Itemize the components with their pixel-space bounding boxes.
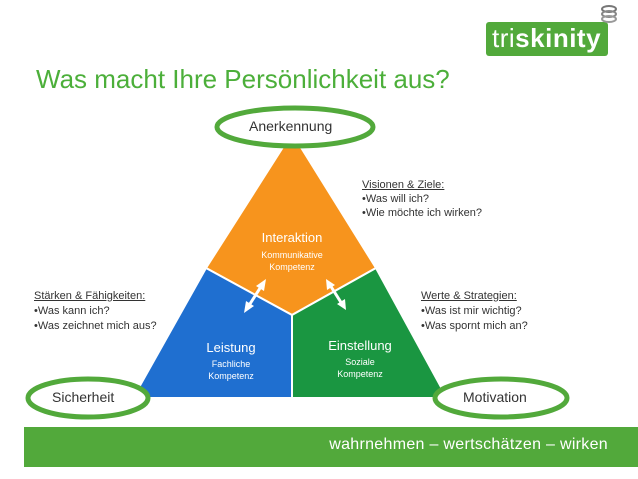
logo-prefix: tri (492, 23, 516, 53)
ring-sicherheit (25, 376, 151, 420)
segment-interaktion-text: Interaktion Kommunikative Kompetenz (246, 230, 338, 273)
segment-leistung-sub-2: Kompetenz (208, 371, 254, 381)
annotation-werte-line-1: •Was ist mir wichtig? (421, 305, 522, 317)
segment-leistung-text: Leistung Fachliche Kompetenz (188, 340, 274, 382)
annotation-visionen-line-2: •Wie möchte ich wirken? (362, 207, 483, 219)
ring-motivation (432, 376, 570, 420)
ring-anerkennung (214, 105, 376, 149)
segment-einstellung-title: Einstellung (328, 338, 392, 353)
annotation-visionen-line-1: •Was will ich? (362, 193, 430, 205)
segment-einstellung-text: Einstellung Soziale Kompetenz (314, 338, 406, 380)
annotation-staerken: Stärken & Fähigkeiten: •Was kann ich? •W… (34, 289, 157, 334)
triskinity-logo: triskinity (486, 22, 608, 56)
annotation-visionen: Visionen & Ziele: •Was will ich? •Wie mö… (362, 178, 482, 220)
footer-tagline: wahrnehmen – wertschätzen – wirken (329, 436, 608, 453)
double-arrow-left-icon (244, 279, 266, 313)
logo-main: skinity (515, 23, 602, 53)
annotation-werte: Werte & Strategien: •Was ist mir wichtig… (421, 289, 528, 334)
page-title: Was macht Ihre Persönlichkeit aus? (36, 64, 450, 94)
segment-interaktion-title: Interaktion (261, 230, 323, 245)
segment-interaktion-sub-1: Kommunikative (261, 250, 323, 260)
label-sicherheit: Sicherheit (52, 389, 115, 405)
annotation-werte-line-2: •Was spornt mich an? (421, 320, 528, 332)
logo-text: triskinity (492, 23, 601, 54)
annotation-staerken-line-1: •Was kann ich? (34, 305, 110, 317)
annotation-werte-heading: Werte & Strategien: (421, 290, 517, 302)
segment-einstellung (291, 266, 449, 399)
segment-leistung-title: Leistung (206, 340, 256, 355)
label-motivation: Motivation (463, 389, 527, 405)
segment-einstellung-sub-1: Soziale (345, 357, 375, 367)
annotation-staerken-heading: Stärken & Fähigkeiten: (34, 290, 146, 302)
annotation-staerken-line-2: •Was zeichnet mich aus? (34, 320, 157, 332)
segment-einstellung-sub-2: Kompetenz (337, 369, 383, 379)
double-arrow-right-icon (326, 279, 346, 310)
label-anerkennung: Anerkennung (249, 118, 333, 134)
annotation-visionen-heading: Visionen & Ziele: (362, 179, 445, 191)
footer-bar: wahrnehmen – wertschätzen – wirken (24, 427, 638, 467)
segment-interaktion-sub-2: Kompetenz (269, 262, 315, 272)
segment-leistung-sub-1: Fachliche (211, 359, 251, 369)
spiral-icon (601, 5, 617, 23)
